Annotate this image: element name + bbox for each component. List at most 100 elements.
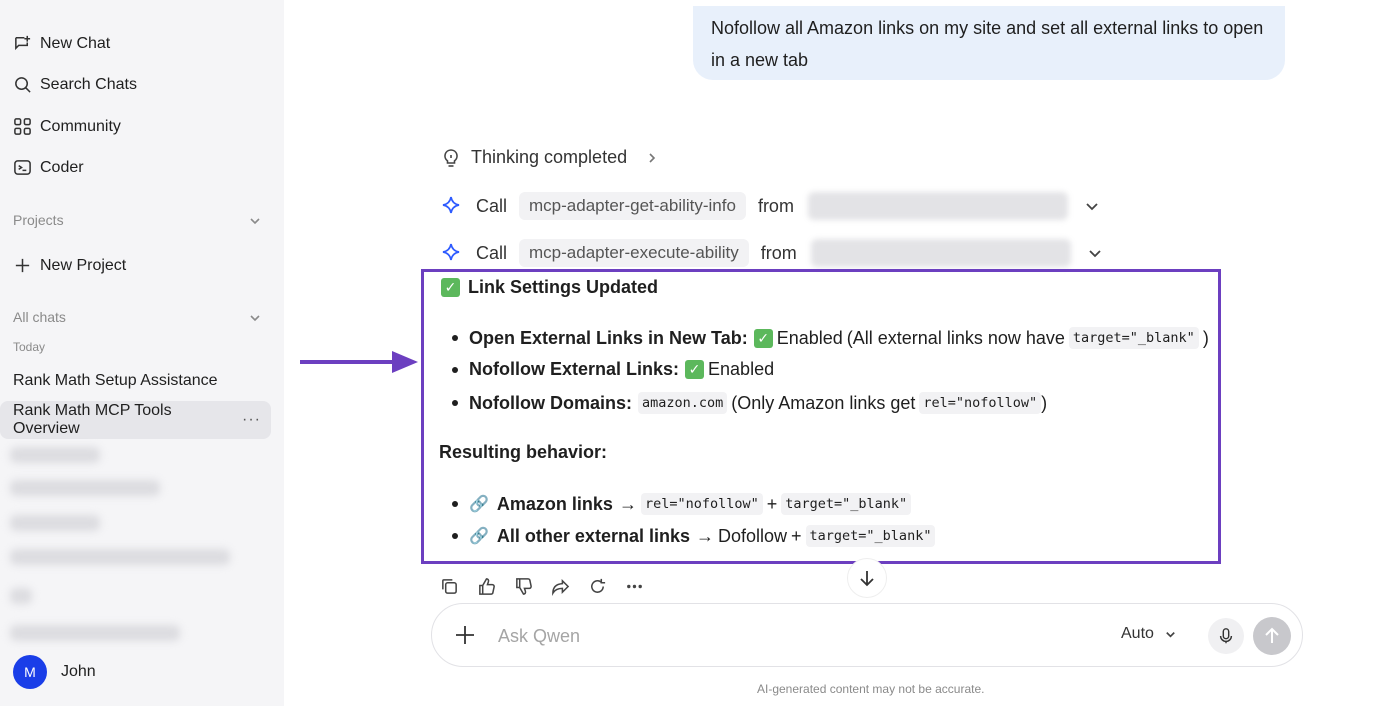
setting-label: Nofollow External Links: [469,359,680,379]
code-snippet: target="_blank" [805,525,936,547]
from-label: from [760,242,797,263]
highlight-box [421,269,1221,564]
behavior-label: Amazon links [496,493,613,514]
paren-close: ) [1041,392,1048,413]
lightbulb-icon [444,148,458,167]
user-name: John [61,663,96,680]
coder-button[interactable]: Coder [13,158,84,177]
setting-note: (All external links now have [846,327,1065,348]
check-icon: ✓ [753,328,773,348]
all-chats-chevron-down-icon[interactable] [248,311,262,325]
tool-name-chip: mcp-adapter-get-ability-info [519,192,746,220]
projects-label: Projects [13,212,64,228]
behavior-heading: Resulting behavior: [439,442,608,462]
list-item: Nofollow Domains: amazon.com (Only Amazo… [452,392,1047,414]
new-project-button[interactable]: New Project [13,256,126,275]
code-snippet: rel="nofollow" [640,493,763,515]
mode-selector[interactable]: Auto [1121,625,1177,643]
code-snippet: target="_blank" [1068,327,1199,349]
chevron-right-icon [649,152,656,163]
redacted-chat-item [10,625,180,641]
arrow-glyph: → [695,525,714,546]
redacted-chat-item [10,549,230,565]
today-label: Today [13,340,46,354]
behavior-text: Dofollow [717,525,788,546]
redacted-source [807,192,1068,220]
check-icon: ✓ [685,360,705,379]
attach-plus-icon[interactable] [454,624,476,646]
disclaimer: AI-generated content may not be accurate… [757,682,985,696]
thumbs-down-icon[interactable] [514,577,533,596]
chat-item-label: Rank Math MCP Tools Overview [13,402,172,437]
scroll-down-button[interactable] [847,558,887,598]
bullet-dot [452,533,458,539]
behavior-label: All other external links [496,525,690,546]
redacted-chat-item [10,480,160,496]
sidebar: New Chat Search Chats Community Coder Pr… [0,0,284,706]
thumbs-up-icon[interactable] [477,577,496,596]
arrow-down-icon [860,571,874,587]
community-button[interactable]: Community [13,117,121,136]
chevron-down-icon[interactable] [1084,198,1100,214]
setting-status: Enabled [708,359,775,379]
bullet-dot [452,335,458,341]
regenerate-icon[interactable] [588,577,607,596]
grid-icon [14,118,31,135]
call-label: Call [476,195,508,216]
copy-icon[interactable] [440,577,459,596]
paren-close: ) [1202,327,1209,348]
list-item: 🔗 All other external links → Dofollow + … [452,525,939,547]
all-chats-label: All chats [13,309,66,325]
setting-status: Enabled [776,327,843,348]
thinking-toggle[interactable]: Thinking completed [441,147,659,168]
search-chats-label: Search Chats [40,75,137,93]
message-actions [440,577,644,596]
sparkle-icon [442,243,460,261]
chevron-down-icon[interactable] [1087,245,1103,261]
chat-item-active[interactable]: Rank Math MCP Tools Overview ··· [0,401,271,439]
chevron-down-icon [1166,631,1175,638]
avatar: M [13,655,47,689]
community-label: Community [40,117,121,135]
chat-item[interactable]: Rank Math Setup Assistance [13,372,218,389]
mode-label: Auto [1121,625,1154,642]
ask-input[interactable] [498,622,1058,650]
share-icon[interactable] [551,577,570,596]
tool-call-row[interactable]: Call mcp-adapter-get-ability-info from [440,192,1100,220]
projects-chevron-down-icon[interactable] [248,214,262,228]
tool-name-chip: mcp-adapter-execute-ability [519,239,749,267]
plus-icon [15,258,30,273]
call-label: Call [476,242,508,263]
more-options-icon[interactable]: ··· [242,411,261,428]
send-button[interactable] [1253,617,1291,655]
bullet-dot [452,400,458,406]
bullet-dot [452,366,458,373]
link-icon: 🔗 [469,528,489,545]
composer: Auto [431,603,1303,667]
list-item: 🔗 Amazon links → rel="nofollow" + target… [452,493,915,515]
more-icon[interactable] [625,577,644,596]
setting-label: Open External Links in New Tab: [469,327,748,348]
tool-call-row[interactable]: Call mcp-adapter-execute-ability from [440,239,1103,267]
redacted-chat-item [10,447,100,463]
microphone-icon [1219,628,1233,644]
result-title: ✓ Link Settings Updated [441,277,658,298]
user-profile[interactable]: M John [13,655,96,689]
setting-label: Nofollow Domains: [469,392,632,413]
sparkle-icon [442,196,460,214]
new-chat-icon [15,35,31,51]
terminal-icon [14,160,31,175]
new-chat-button[interactable]: New Chat [13,34,110,53]
setting-note: (Only Amazon links get [731,392,916,413]
list-item: Nofollow External Links: ✓ Enabled [452,359,778,380]
link-icon: 🔗 [469,496,489,513]
arrow-glyph: → [618,493,637,514]
redacted-chat-item [10,588,32,604]
redacted-chat-item [10,515,100,531]
coder-label: Coder [40,158,84,176]
search-chats-button[interactable]: Search Chats [13,75,137,94]
voice-input-button[interactable] [1208,618,1244,654]
thinking-label: Thinking completed [471,147,628,167]
check-icon: ✓ [441,278,460,297]
bullet-dot [452,501,458,507]
